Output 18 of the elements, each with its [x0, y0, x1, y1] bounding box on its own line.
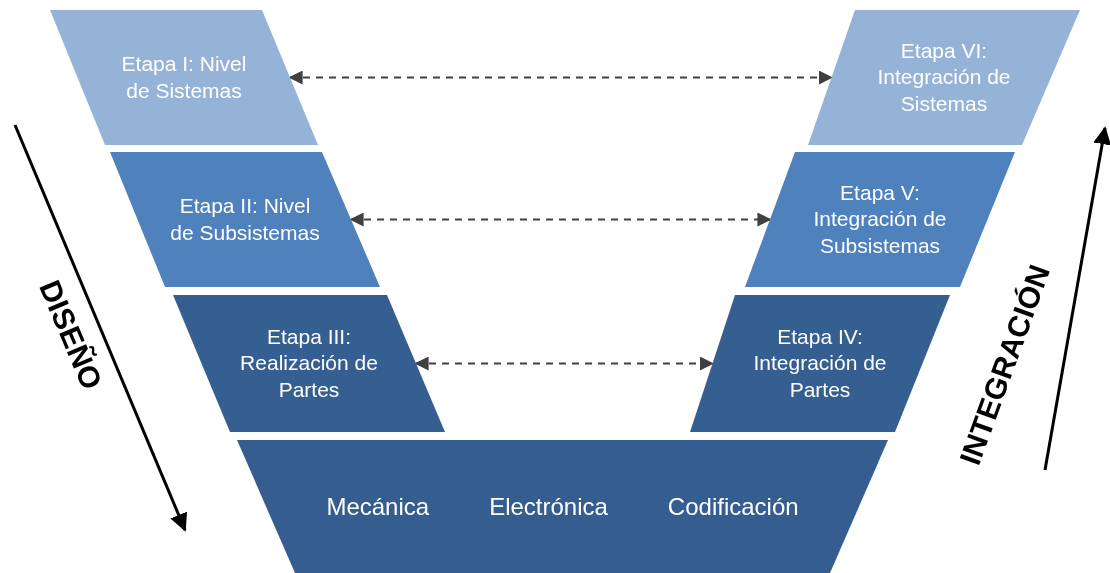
- stage-label: Etapa I: Nivel de Sistemas: [120, 51, 248, 104]
- base-trapezoid: [237, 440, 888, 573]
- domain-label: Codificación: [667, 492, 799, 521]
- stage-parallelogram: [690, 295, 950, 432]
- stage-parallelogram: [110, 152, 380, 287]
- stage-parallelogram: [808, 10, 1080, 145]
- domain-label: Electrónica: [489, 492, 608, 521]
- stage-parallelogram: [173, 295, 445, 432]
- stage-label: Etapa IV: Integración de Partes: [752, 324, 888, 403]
- domain-label: Mecánica: [326, 492, 430, 521]
- stage-label: Etapa VI: Integración de Sistemas: [876, 38, 1012, 117]
- stage-label: Etapa III: Realización de Partes: [239, 324, 379, 403]
- dashed-arrow: [414, 356, 714, 371]
- stage-label: Etapa II: Nivel de Subsistemas: [170, 193, 320, 246]
- stage-label: Etapa V: Integración de Subsistemas: [812, 180, 948, 259]
- dashed-arrow: [349, 212, 772, 227]
- stage-parallelogram: [50, 10, 318, 145]
- dashed-arrow: [288, 70, 833, 85]
